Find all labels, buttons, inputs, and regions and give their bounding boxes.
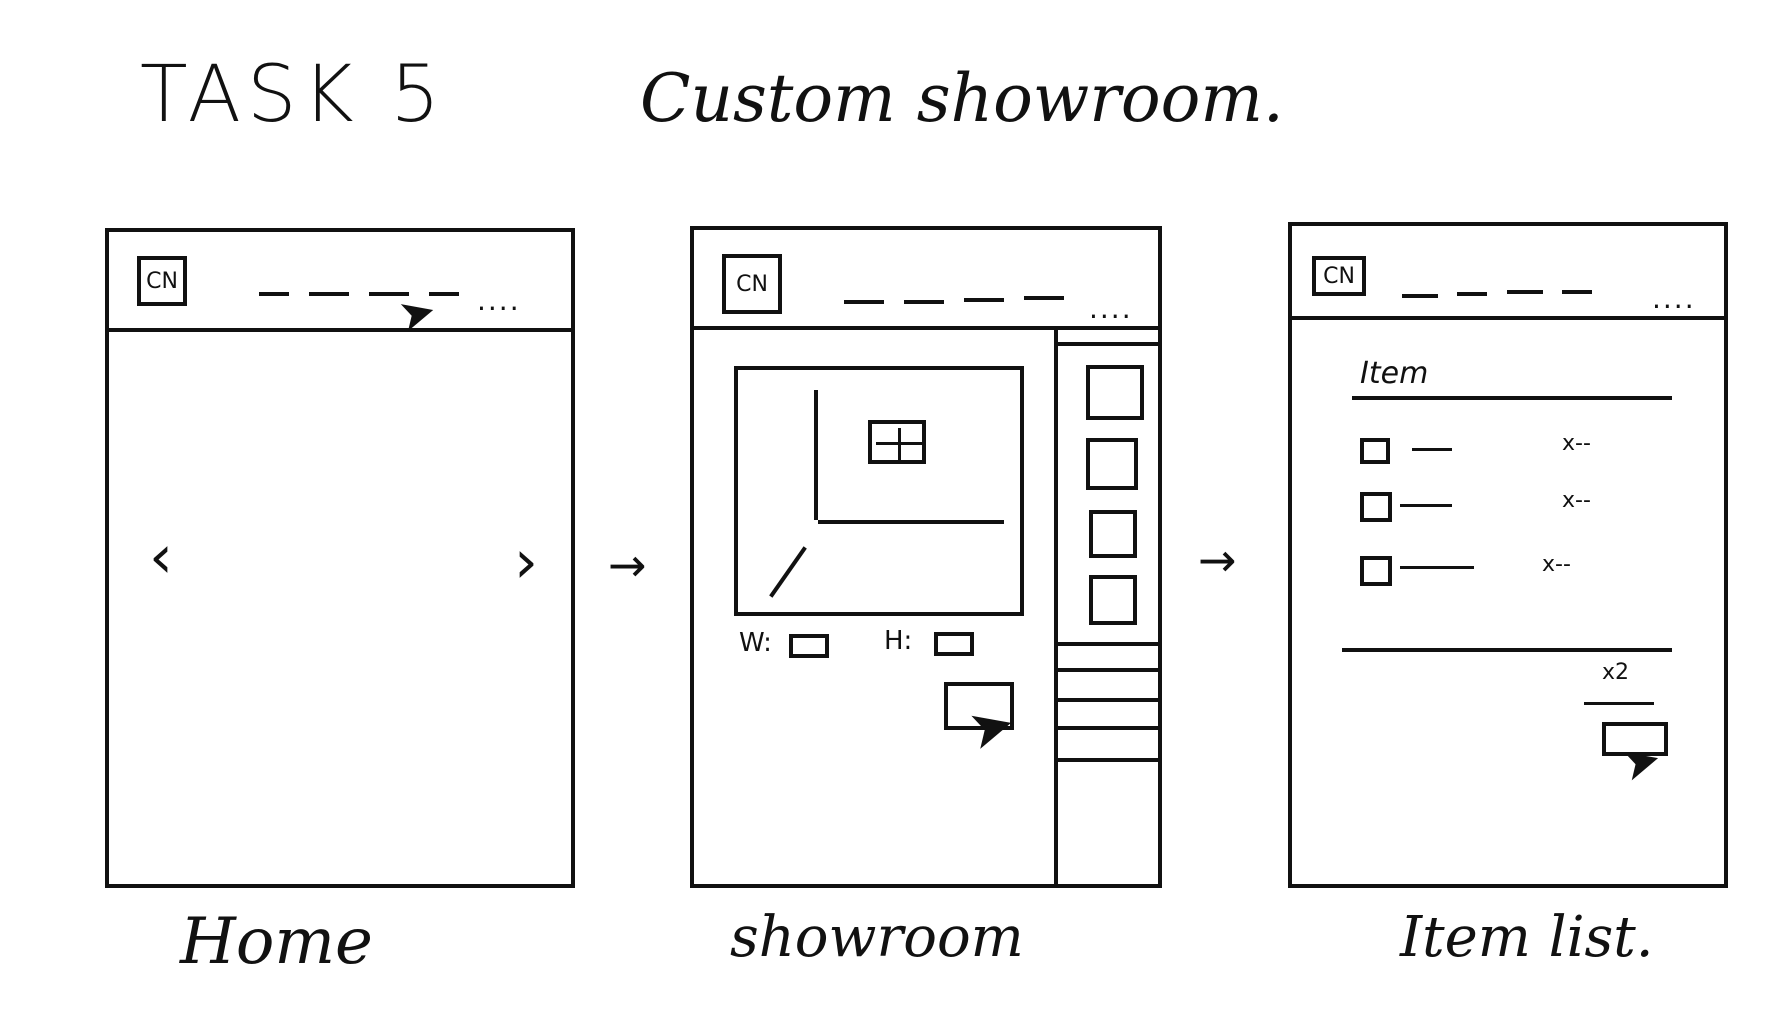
- page-header: TASK 5 Custom showroom.: [0, 40, 1792, 160]
- item-name: [1412, 448, 1452, 451]
- sidebar-divider: [1054, 326, 1058, 888]
- nav-item[interactable]: [369, 292, 409, 296]
- chevron-right-icon[interactable]: ›: [514, 527, 538, 597]
- flow-arrow: →: [608, 538, 647, 592]
- logo[interactable]: CN: [137, 256, 187, 306]
- nav-item[interactable]: [1402, 294, 1438, 298]
- chevron-left-icon[interactable]: ‹: [149, 522, 173, 592]
- checkout-button[interactable]: [1602, 722, 1668, 756]
- flow-arrow: →: [1198, 533, 1237, 587]
- top-nav-bar: CN .... ➤: [109, 232, 571, 343]
- window-cross: [876, 442, 922, 445]
- item-thumbnail: [1360, 556, 1392, 586]
- task-title: Custom showroom.: [640, 60, 1284, 137]
- item-name: [1400, 504, 1452, 507]
- showroom-caption: showroom: [730, 905, 1024, 970]
- room-preview[interactable]: [734, 366, 1024, 616]
- room-floor-line: [818, 520, 1004, 524]
- add-to-list-button[interactable]: [944, 682, 1014, 730]
- item-thumbnail: [1360, 492, 1392, 522]
- nav-more[interactable]: ....: [1089, 292, 1133, 325]
- top-nav-bar: CN ....: [1292, 226, 1724, 320]
- material-swatch[interactable]: [1089, 575, 1137, 625]
- sidebar-option[interactable]: [1058, 642, 1162, 646]
- list-header: Item: [1360, 356, 1429, 391]
- task-number: TASK 5: [140, 50, 447, 140]
- nav-item[interactable]: [1562, 290, 1592, 294]
- height-input[interactable]: [934, 632, 974, 656]
- sidebar-option[interactable]: [1058, 726, 1162, 730]
- item-name: [1400, 566, 1474, 569]
- nav-item[interactable]: [844, 300, 884, 304]
- top-nav-bar: CN ....: [694, 230, 1158, 330]
- nav-item[interactable]: [904, 300, 944, 304]
- logo[interactable]: CN: [1312, 256, 1366, 296]
- height-label: H:: [884, 626, 913, 656]
- showroom-screen: CN .... W: H: ➤: [690, 226, 1162, 888]
- sidebar-option[interactable]: [1058, 758, 1162, 762]
- logo[interactable]: CN: [722, 254, 782, 314]
- sidebar-top-line: [1058, 342, 1162, 346]
- nav-more[interactable]: ....: [477, 284, 521, 317]
- item-qty: x--: [1562, 431, 1591, 456]
- nav-item[interactable]: [1024, 296, 1064, 300]
- sidebar-option[interactable]: [1058, 698, 1162, 702]
- sidebar-option[interactable]: [1058, 668, 1162, 672]
- width-label: W:: [739, 628, 772, 658]
- item-thumbnail: [1360, 438, 1390, 464]
- material-swatch[interactable]: [1086, 365, 1144, 420]
- item-qty: x--: [1562, 488, 1591, 513]
- item-list-screen: CN .... Item x-- x-- x-- x2 ➤: [1288, 222, 1728, 888]
- home-screen: CN .... ➤ ‹ ›: [105, 228, 575, 888]
- material-swatch[interactable]: [1086, 438, 1138, 490]
- nav-item[interactable]: [309, 292, 349, 296]
- item-qty: x--: [1542, 552, 1571, 577]
- width-input[interactable]: [789, 634, 829, 658]
- total-qty: x2: [1602, 660, 1630, 685]
- nav-item[interactable]: [964, 298, 1004, 302]
- room-corner-line: [814, 390, 818, 520]
- home-caption: Home: [180, 905, 373, 979]
- nav-item[interactable]: [259, 292, 289, 296]
- nav-item[interactable]: [1457, 292, 1487, 296]
- nav-item[interactable]: [429, 292, 459, 296]
- item-list-caption: Item list.: [1400, 905, 1654, 970]
- room-diagonal-line: [769, 546, 807, 598]
- nav-more[interactable]: ....: [1652, 282, 1696, 315]
- header-divider: [1352, 396, 1672, 400]
- material-swatch[interactable]: [1089, 510, 1137, 558]
- nav-item[interactable]: [1507, 290, 1543, 294]
- total-price: [1584, 702, 1654, 705]
- window-item[interactable]: [868, 420, 926, 464]
- total-divider: [1342, 648, 1672, 652]
